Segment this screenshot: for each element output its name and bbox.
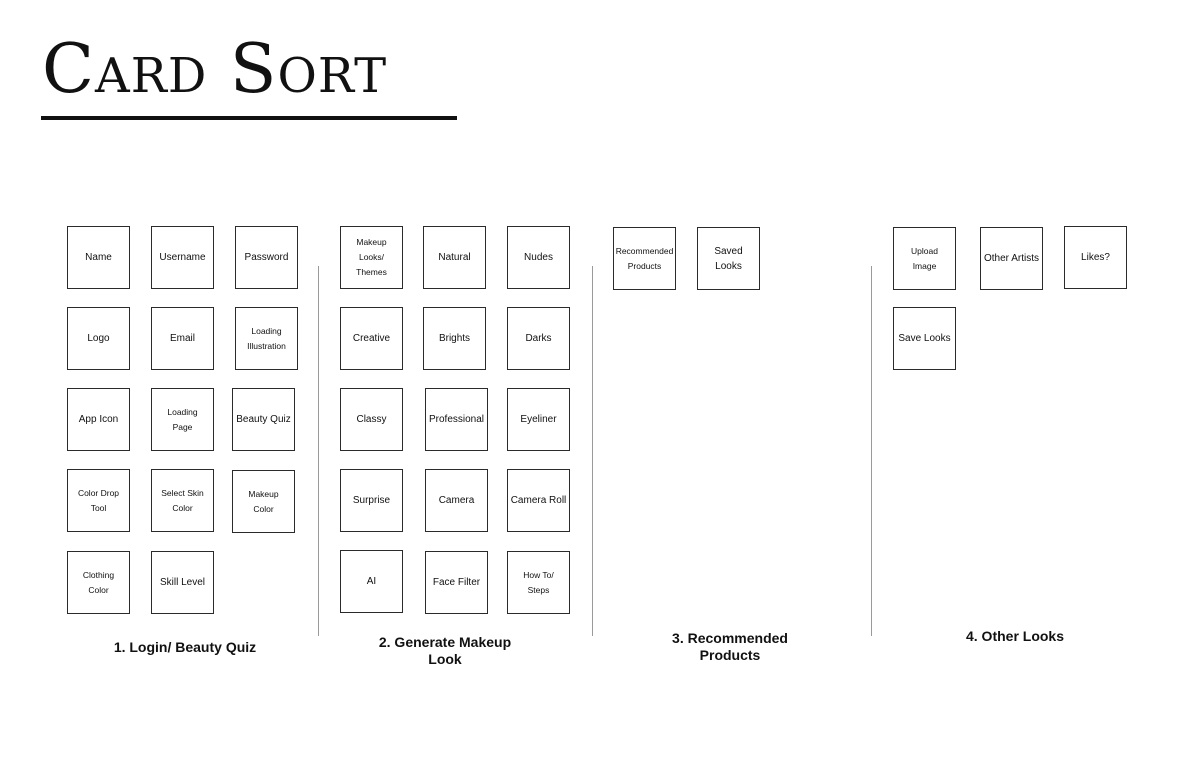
title-underline bbox=[41, 116, 457, 120]
sort-card[interactable]: Loading Illustration bbox=[235, 307, 298, 370]
sort-card[interactable]: Upload Image bbox=[893, 227, 956, 290]
sort-card[interactable]: Natural bbox=[423, 226, 486, 289]
group-heading-2: 2. Generate Makeup Look bbox=[378, 634, 512, 667]
column-divider-2 bbox=[592, 266, 593, 636]
sort-card[interactable]: Color Drop Tool bbox=[67, 469, 130, 532]
sort-card[interactable]: Nudes bbox=[507, 226, 570, 289]
column-divider-1 bbox=[318, 266, 319, 636]
group-heading-3: 3. Recommended Products bbox=[672, 630, 788, 663]
sort-card[interactable]: Clothing Color bbox=[67, 551, 130, 614]
sort-card[interactable]: App Icon bbox=[67, 388, 130, 451]
sort-card[interactable]: Darks bbox=[507, 307, 570, 370]
group-heading-4: 4. Other Looks bbox=[965, 628, 1065, 644]
sort-card[interactable]: Recommended Products bbox=[613, 227, 676, 290]
sort-card[interactable]: Makeup Looks/ Themes bbox=[340, 226, 403, 289]
page-title: Card Sort bbox=[42, 30, 388, 109]
column-divider-3 bbox=[871, 266, 872, 636]
sort-card[interactable]: Saved Looks bbox=[697, 227, 760, 290]
sort-card[interactable]: Likes? bbox=[1064, 226, 1127, 289]
sort-card[interactable]: Password bbox=[235, 226, 298, 289]
sort-card[interactable]: AI bbox=[340, 550, 403, 613]
group-heading-1: 1. Login/ Beauty Quiz bbox=[113, 639, 257, 655]
sort-card[interactable]: Camera Roll bbox=[507, 469, 570, 532]
sort-card[interactable]: Face Filter bbox=[425, 551, 488, 614]
sort-card[interactable]: Eyeliner bbox=[507, 388, 570, 451]
sort-card[interactable]: Loading Page bbox=[151, 388, 214, 451]
sort-card[interactable]: Skill Level bbox=[151, 551, 214, 614]
sort-card[interactable]: How To/ Steps bbox=[507, 551, 570, 614]
sort-card[interactable]: Creative bbox=[340, 307, 403, 370]
sort-card[interactable]: Logo bbox=[67, 307, 130, 370]
sort-card[interactable]: Brights bbox=[423, 307, 486, 370]
sort-card[interactable]: Select Skin Color bbox=[151, 469, 214, 532]
sort-card[interactable]: Beauty Quiz bbox=[232, 388, 295, 451]
sort-card[interactable]: Surprise bbox=[340, 469, 403, 532]
sort-card[interactable]: Professional bbox=[425, 388, 488, 451]
sort-card[interactable]: Other Artists bbox=[980, 227, 1043, 290]
sort-card[interactable]: Name bbox=[67, 226, 130, 289]
sort-card[interactable]: Makeup Color bbox=[232, 470, 295, 533]
sort-card[interactable]: Classy bbox=[340, 388, 403, 451]
sort-card[interactable]: Username bbox=[151, 226, 214, 289]
sort-card[interactable]: Camera bbox=[425, 469, 488, 532]
sort-card[interactable]: Email bbox=[151, 307, 214, 370]
sort-card[interactable]: Save Looks bbox=[893, 307, 956, 370]
